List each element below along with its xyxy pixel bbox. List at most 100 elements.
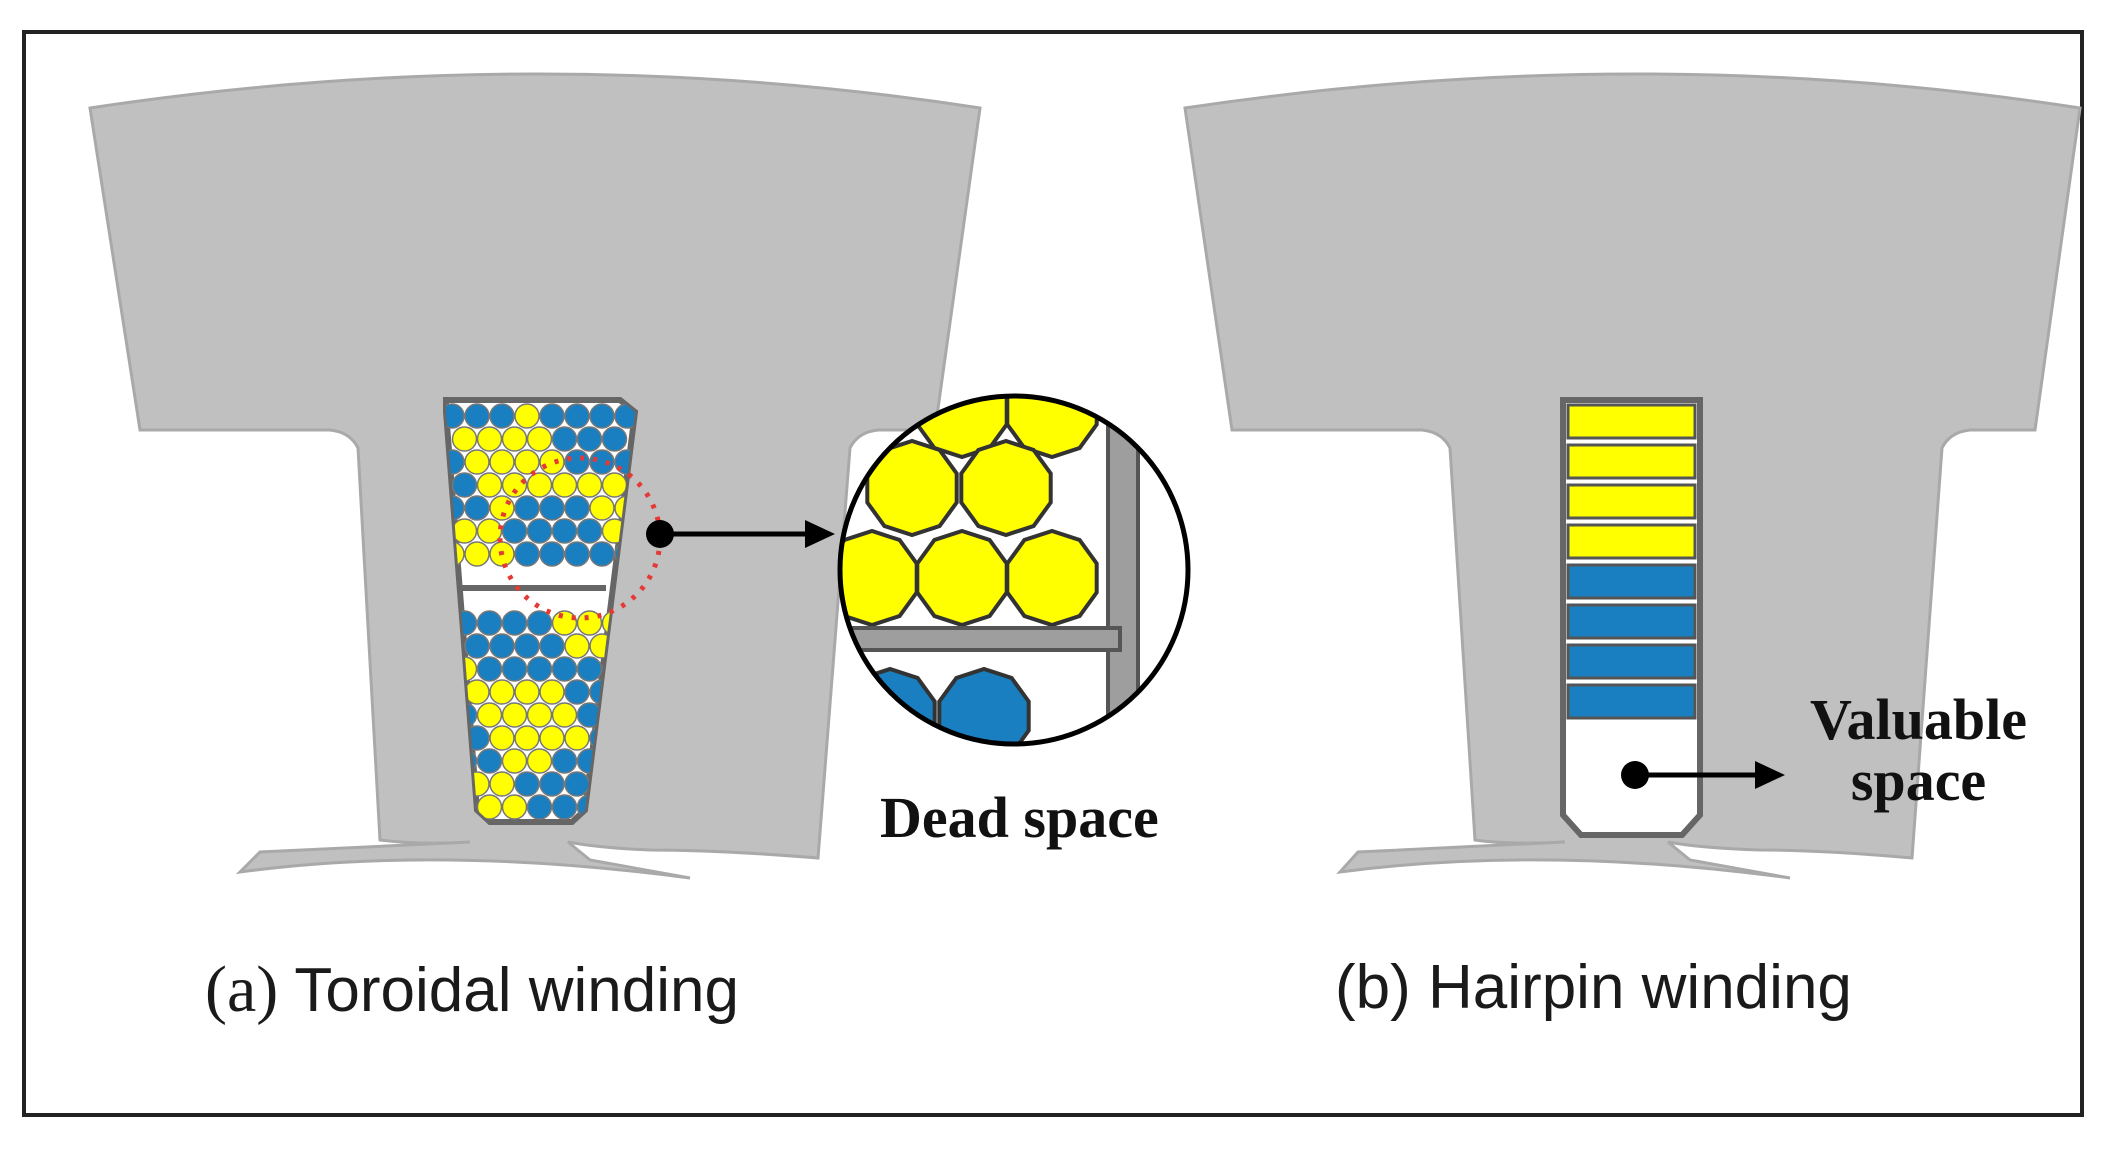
valuable-space-label-line1: Valuable xyxy=(1810,687,2028,752)
round-conductor xyxy=(564,495,590,521)
round-conductor xyxy=(476,426,503,452)
round-conductor xyxy=(464,541,490,567)
round-conductor xyxy=(564,449,590,475)
round-conductor xyxy=(551,610,578,636)
round-conductor xyxy=(539,403,565,429)
round-conductor xyxy=(539,725,565,751)
hairpin-bar-yellow xyxy=(1566,403,1697,440)
round-conductor xyxy=(476,702,503,728)
zoomed-conductor xyxy=(1005,396,1099,460)
round-conductor xyxy=(589,403,615,429)
round-conductor xyxy=(476,656,503,682)
callout-arrowhead-a xyxy=(805,520,835,548)
hairpin-bar-yellow xyxy=(1566,443,1697,480)
round-conductor xyxy=(564,633,590,659)
round-conductor xyxy=(551,748,578,774)
panel-a-stator-tooth xyxy=(88,72,982,880)
round-conductor xyxy=(464,633,490,659)
round-conductor xyxy=(589,449,615,475)
figure-frame xyxy=(22,30,2084,1117)
round-conductor xyxy=(501,656,528,682)
round-conductor xyxy=(476,794,503,820)
round-conductor xyxy=(464,449,490,475)
round-conductor xyxy=(551,656,578,682)
zoom-separator xyxy=(840,626,1122,652)
round-conductor xyxy=(476,518,503,544)
round-conductor xyxy=(526,794,553,820)
round-conductor xyxy=(501,794,528,820)
zoomed-conductor xyxy=(959,438,1053,538)
caption-b: (b) Hairpin winding xyxy=(1335,952,1852,1023)
caption-b-label: (b) xyxy=(1335,953,1411,1022)
round-conductor xyxy=(564,725,590,751)
valuable-space-label: Valuable space xyxy=(1810,687,2028,813)
round-conductor xyxy=(576,518,603,544)
zoomed-conductor xyxy=(915,528,1009,628)
round-conductor xyxy=(576,656,603,682)
round-conductor xyxy=(576,610,603,636)
round-conductor xyxy=(576,426,603,452)
hairpin-bar-yellow xyxy=(1566,523,1697,560)
round-conductor xyxy=(601,472,628,498)
round-conductor xyxy=(526,426,553,452)
caption-a-label: (a) xyxy=(205,953,279,1026)
round-conductor xyxy=(539,541,565,567)
round-conductor xyxy=(539,771,565,797)
round-conductor xyxy=(514,679,540,705)
round-conductor xyxy=(501,748,528,774)
round-conductor xyxy=(539,679,565,705)
round-conductor xyxy=(501,610,528,636)
round-conductor xyxy=(489,633,515,659)
round-conductor xyxy=(526,472,553,498)
round-conductor xyxy=(451,472,478,498)
round-conductor xyxy=(514,495,540,521)
round-conductor xyxy=(526,518,553,544)
round-conductor xyxy=(526,656,553,682)
caption-a: (a) Toroidal winding xyxy=(205,952,739,1028)
dead-space-label: Dead space xyxy=(880,785,1159,850)
round-conductor xyxy=(589,541,615,567)
round-conductor xyxy=(514,403,540,429)
round-conductor xyxy=(464,495,490,521)
round-conductor xyxy=(489,771,515,797)
round-conductor xyxy=(446,403,465,429)
zoom-slot-wall xyxy=(1106,396,1140,744)
panel-b-stator-tooth xyxy=(1183,72,2082,880)
round-conductor xyxy=(476,610,503,636)
round-conductor xyxy=(514,633,540,659)
round-conductor xyxy=(514,725,540,751)
round-conductor xyxy=(526,610,553,636)
round-conductor xyxy=(489,725,515,751)
round-conductor xyxy=(576,472,603,498)
round-conductor xyxy=(464,679,490,705)
round-conductor xyxy=(539,495,565,521)
round-conductor xyxy=(551,426,578,452)
round-conductor xyxy=(601,426,628,452)
round-conductor xyxy=(476,472,503,498)
hairpin-bars xyxy=(1566,403,1697,720)
valuable-space-label-line2: space xyxy=(1850,747,1987,813)
round-conductor xyxy=(551,472,578,498)
round-conductor xyxy=(501,518,528,544)
zoomed-conductor xyxy=(937,666,1031,744)
hairpin-bar-blue xyxy=(1566,603,1697,640)
hairpin-bar-blue xyxy=(1566,683,1697,720)
round-conductor xyxy=(539,449,565,475)
round-conductor xyxy=(489,679,515,705)
round-conductor xyxy=(501,472,528,498)
zoomed-conductor xyxy=(1005,528,1099,628)
round-conductor xyxy=(551,518,578,544)
round-conductor xyxy=(489,449,515,475)
round-conductor xyxy=(564,541,590,567)
round-conductor xyxy=(589,495,615,521)
round-conductor xyxy=(564,679,590,705)
round-conductor xyxy=(564,403,590,429)
round-conductor xyxy=(564,771,590,797)
round-conductor xyxy=(501,426,528,452)
round-conductor xyxy=(451,426,478,452)
round-conductor xyxy=(476,748,503,774)
round-conductor xyxy=(446,449,465,475)
round-conductor xyxy=(514,449,540,475)
round-conductor xyxy=(539,633,565,659)
